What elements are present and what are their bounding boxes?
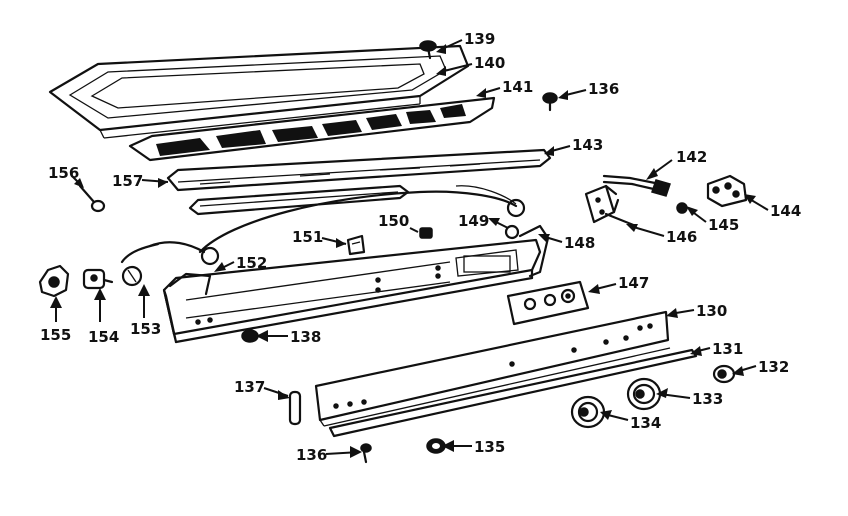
lamp-tube [188,184,410,216]
grommet-145 [676,202,688,214]
callout-144: 144 [770,202,801,220]
callout-157: 157 [112,172,143,190]
callout-146: 146 [666,228,697,246]
part-150 [419,227,433,239]
callout-132: 132 [758,358,789,376]
callout-154: 154 [88,328,119,346]
control-panel-housing [162,224,550,344]
callout-140: 140 [474,54,505,72]
switch-plate [506,280,590,326]
callout-155: 155 [40,326,71,344]
terminal-block-144 [706,174,748,208]
lamp-holder-156 [78,184,106,213]
callout-138: 138 [290,328,321,346]
part-149 [504,224,520,240]
front-trim-bar [166,148,552,192]
callout-142: 142 [676,148,707,166]
receptacle-146 [584,184,638,228]
callout-labels: 139 140 141 136 143 142 144 145 146 148 … [40,30,801,464]
callout-139: 139 [464,30,495,48]
bulb-153 [121,265,143,287]
screw-136-top [542,92,558,112]
switch-154 [82,268,114,290]
vent-grille-panel [128,96,496,162]
arrowheads [50,44,756,458]
callout-137: 137 [234,378,265,396]
socket-155 [38,264,70,298]
callout-151: 151 [292,228,323,246]
callout-134: 134 [630,414,661,432]
screw-136-bottom [360,443,372,464]
knob-small-135 [426,438,446,454]
trim-strip [328,348,698,438]
callout-149: 149 [458,212,489,230]
callout-133: 133 [692,390,723,408]
callout-148: 148 [564,234,595,252]
cord-142 [602,174,671,197]
callout-145: 145 [708,216,739,234]
callout-153: 153 [130,320,161,338]
front-control-panel [314,310,671,427]
callout-150: 150 [378,212,409,230]
knob-large-133 [626,377,662,411]
knob-large-134 [570,395,606,429]
part-151 [346,234,366,256]
callout-130: 130 [696,302,727,320]
callout-135: 135 [474,438,505,456]
callout-131: 131 [712,340,743,358]
callout-143: 143 [572,136,603,154]
callout-136-bottom: 136 [296,446,327,464]
bracket-137 [288,390,302,426]
callout-147: 147 [618,274,649,292]
wire-harness [120,185,526,266]
knob-small-132 [712,364,736,384]
callout-156: 156 [48,164,79,182]
screw-139 [419,40,437,60]
screw-138-left [241,329,259,343]
callout-141: 141 [502,78,533,96]
callout-136-top: 136 [588,80,619,98]
callout-152: 152 [236,254,267,272]
